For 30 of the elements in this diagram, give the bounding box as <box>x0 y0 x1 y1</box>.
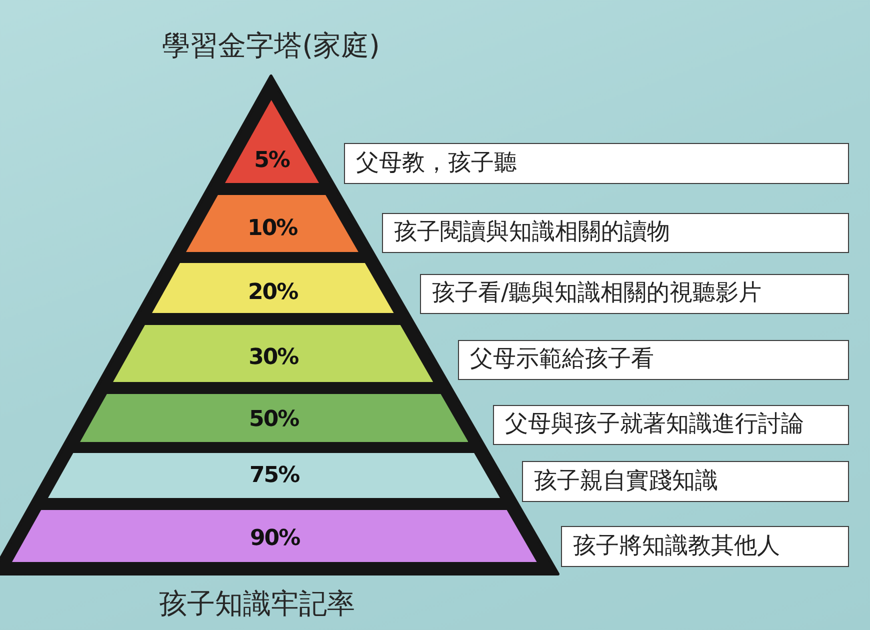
description-text: 孩子閱讀與知識相關的讀物 <box>394 219 670 247</box>
description-card <box>382 213 849 253</box>
pyramid-layer <box>152 263 394 313</box>
pyramid-layer <box>186 195 359 252</box>
pyramid-caption: 孩子知識牢記率 <box>159 587 355 621</box>
description-card <box>344 143 849 184</box>
description-text: 孩子看/聽與知識相關的視聽影片 <box>432 280 762 308</box>
percentage-label: 50% <box>249 408 299 432</box>
description-text: 父母示範給孩子看 <box>470 346 654 374</box>
percentage-label: 75% <box>250 464 300 489</box>
pyramid-layer <box>48 453 500 498</box>
pyramid-layer <box>113 325 434 382</box>
pyramid-layer <box>80 394 468 442</box>
percentage-label: 30% <box>248 346 298 371</box>
description-card <box>458 340 849 380</box>
description-card <box>561 526 849 567</box>
pyramid-layer <box>12 510 538 562</box>
percentage-label: 20% <box>248 280 298 306</box>
description-card <box>493 405 849 445</box>
description-text: 孩子將知識教其他人 <box>573 532 780 560</box>
percentage-label: 90% <box>250 526 300 552</box>
diagram-title: 學習金字塔(家庭) <box>162 29 380 63</box>
description-card <box>522 461 849 502</box>
percentage-label: 10% <box>248 217 298 242</box>
description-text: 孩子親自實踐知識 <box>534 468 718 496</box>
description-text: 父母教，孩子聽 <box>356 150 517 178</box>
description-text: 父母與孩子就著知識進行討論 <box>505 411 804 439</box>
percentage-label: 5% <box>254 149 290 174</box>
description-card <box>420 274 849 314</box>
pyramid-layer <box>224 100 319 183</box>
